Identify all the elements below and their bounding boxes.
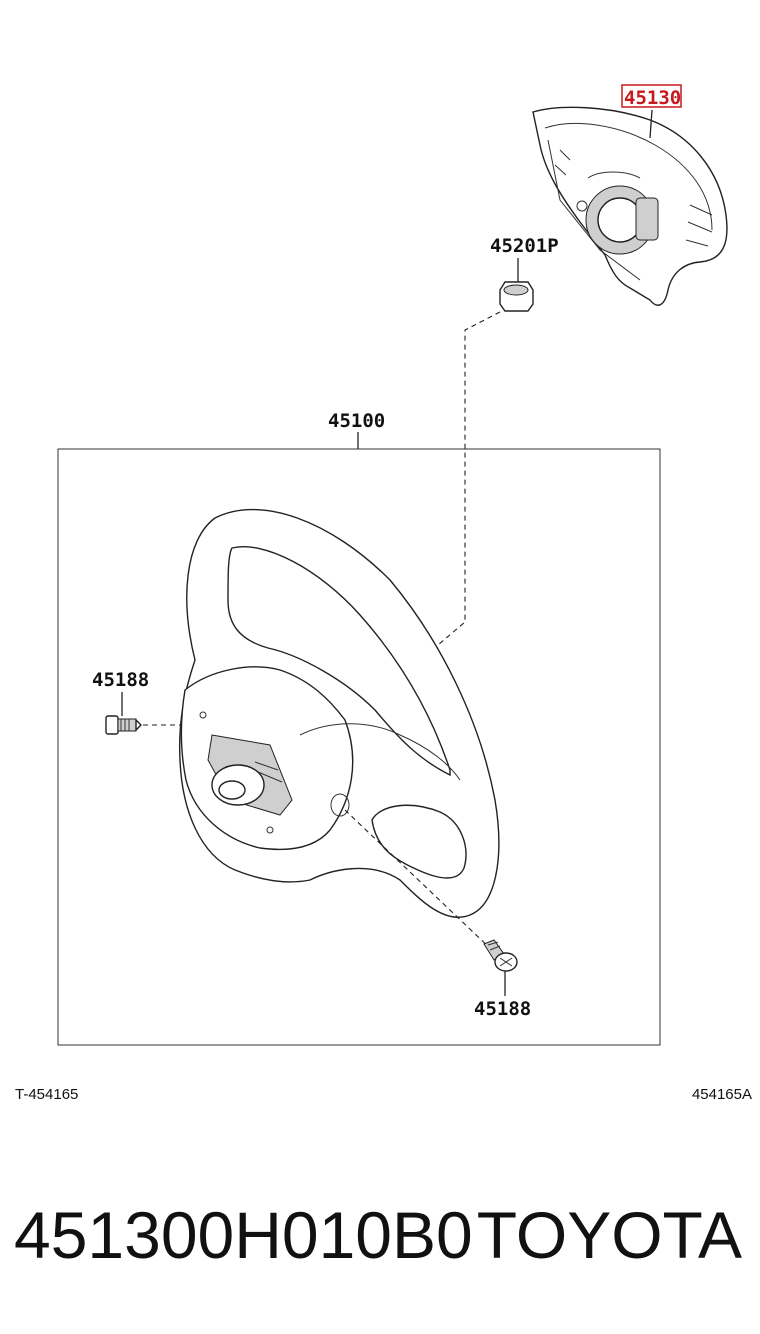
screw-left-drawing bbox=[105, 715, 142, 735]
screw-bottom-drawing bbox=[483, 939, 518, 972]
label-screw-45188-bottom: 45188 bbox=[474, 998, 531, 1020]
steering-wheel-frame bbox=[57, 448, 661, 1046]
nut-to-wheel-dashed-line bbox=[437, 311, 501, 646]
caption-part-number: 451300H010B0 bbox=[14, 1198, 473, 1272]
label-airbag-45130: 45130 bbox=[624, 87, 681, 109]
nut-drawing bbox=[499, 281, 534, 312]
label-nut-45201P: 45201P bbox=[490, 235, 559, 257]
label-wheel-45100: 45100 bbox=[328, 410, 385, 432]
steering-wheel-drawing bbox=[178, 508, 500, 918]
diagram-code-right: 454165A bbox=[692, 1086, 752, 1103]
label-screw-45188-left: 45188 bbox=[92, 669, 149, 691]
screw-bottom-dashed-line bbox=[344, 809, 495, 953]
airbag-module-drawing bbox=[532, 106, 728, 306]
caption-brand: TOYOTA bbox=[477, 1198, 742, 1272]
airbag-label-highlight-box bbox=[621, 84, 682, 108]
diagram-code-left: T-454165 bbox=[15, 1086, 78, 1103]
